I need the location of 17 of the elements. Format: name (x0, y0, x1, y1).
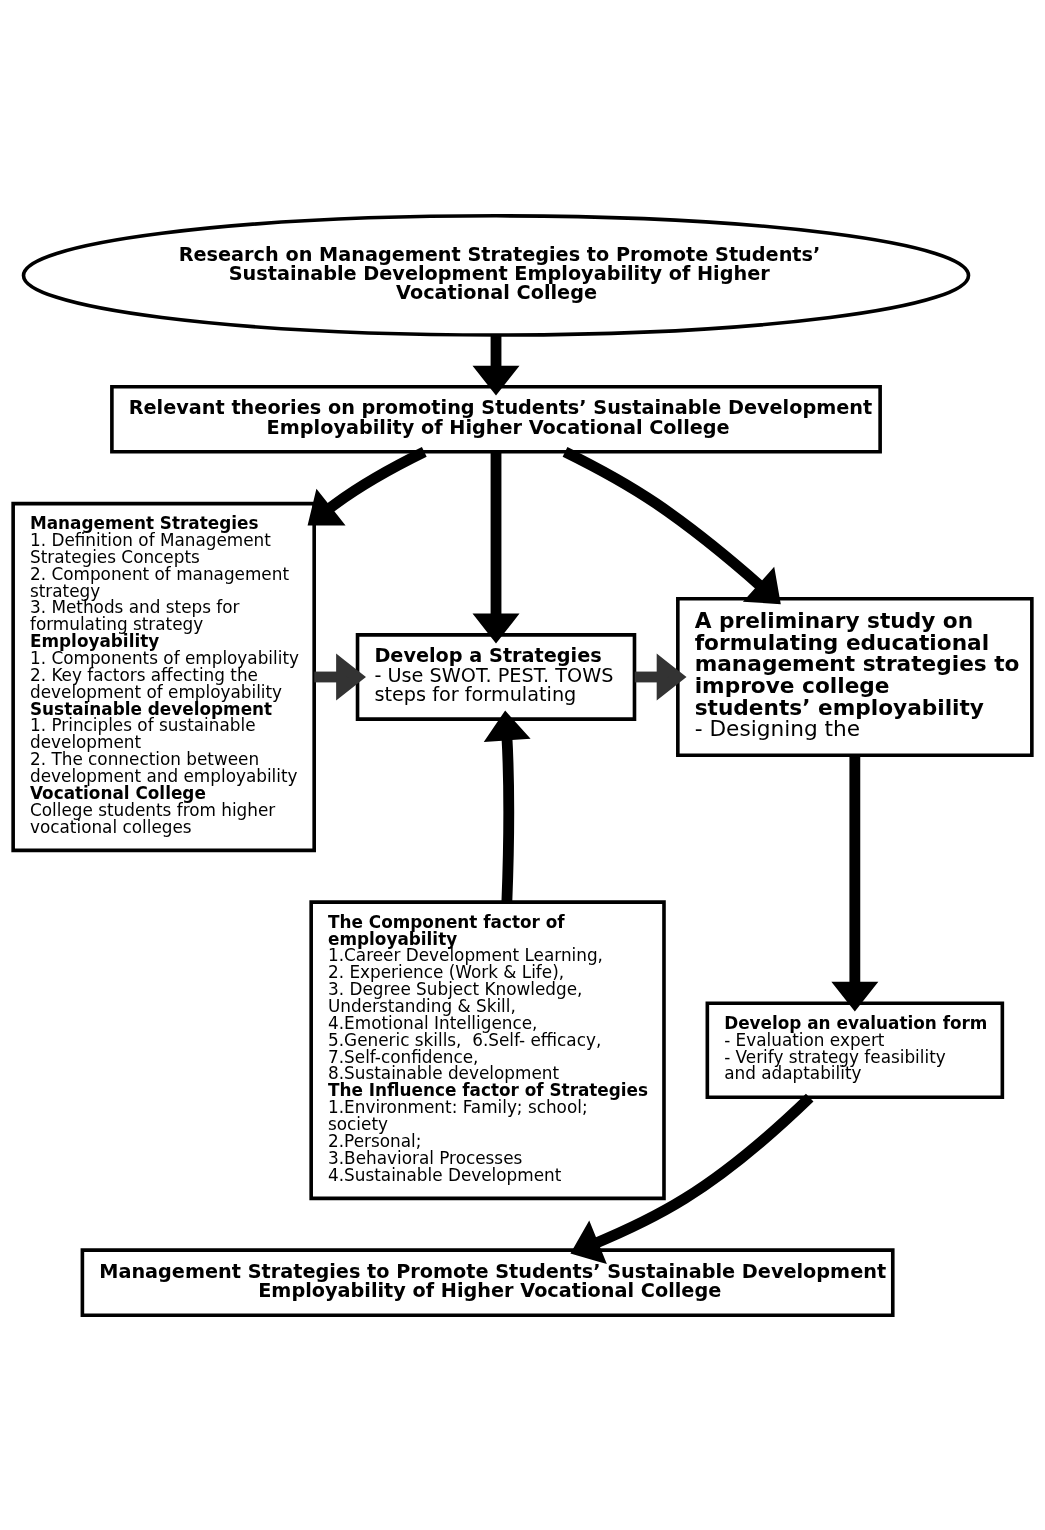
arrow (483, 710, 531, 902)
node-box: The Component factor of employability 1.Career Development Learning, 2. Experience (Work & Life), 3. Degree Subject Knowledge, Understanding & Skill, 4.Emotional Intelligence, 5.Generic skills, 6.Self- efficacy, 7.Self-confidence, 8.Sustainable development The Influence factor of Strategies 1.Environment: Family; school; society 2.Personal; 3.Behavioral Processes 4.Sustainable Development (309, 899, 666, 1200)
arrow (634, 653, 687, 700)
node-box: Management Strategies 1. Definition of Management Strategies Concepts 2. Component of management strategy 3. Methods and steps for formulating strategy Employability 1. Components of employability 2. Key factors affecting the development of employability Sustainable development 1. Principles of sustainable development 2. The connection between development and employability Vocational College College students from higher vocational colleges (11, 501, 316, 852)
arrow (314, 653, 366, 700)
node-box: Develop an evaluation form - Evaluation expert - Verify strategy feasibility and adaptability (705, 1001, 1005, 1099)
arrow (307, 446, 427, 526)
arrow (472, 451, 520, 643)
arrow (570, 1093, 814, 1264)
arrow (562, 446, 781, 604)
arrow (472, 334, 520, 395)
arrow (831, 755, 879, 1012)
node-box: A preliminary study on formulating educational management strategies to improve college students’ employability - Designing the (676, 596, 1034, 757)
node-box: Management Strategies to Promote Students’ Sustainable Development Employability of Higher Vocational College (80, 1247, 895, 1317)
node-box: Develop a Strategies - Use SWOT. PEST. TOWS steps for formulating (355, 632, 637, 721)
node-box: Relevant theories on promoting Students’ Sustainable Development Employability of Higher Vocational College (110, 384, 882, 454)
node-ellipse: Research on Management Strategies to Promote Students’ Sustainable Development Employability of Higher Vocational College (21, 213, 971, 337)
